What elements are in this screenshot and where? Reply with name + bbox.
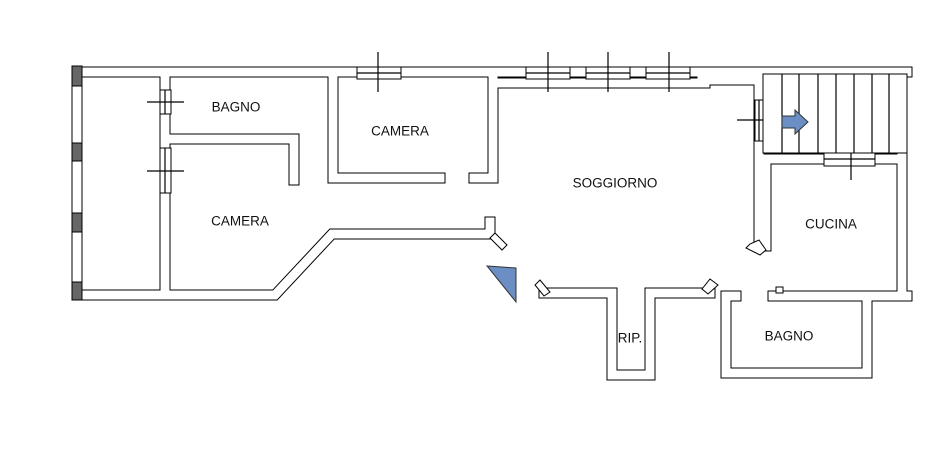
left-facade xyxy=(71,65,83,301)
north-indicator-icon xyxy=(485,265,517,304)
door-jambs xyxy=(489,232,784,297)
stairs xyxy=(762,73,908,154)
room-label-ripostiglio: RIP. xyxy=(618,331,643,346)
window xyxy=(525,52,571,92)
window xyxy=(585,52,631,92)
room-label-soggiorno: SOGGIORNO xyxy=(573,176,658,191)
window xyxy=(147,89,184,115)
pillar xyxy=(71,142,83,162)
pillar xyxy=(71,212,83,233)
windows xyxy=(147,52,876,194)
window xyxy=(147,147,184,194)
window xyxy=(645,52,691,92)
window xyxy=(356,52,402,92)
room-label-cucina: CUCINA xyxy=(805,217,857,232)
room-label-bagno: BAGNO xyxy=(212,100,261,115)
pillar xyxy=(71,281,83,301)
room-label-bagno: BAGNO xyxy=(765,329,814,344)
pillar xyxy=(71,65,83,87)
stairs-arrow-icon xyxy=(781,108,809,136)
room-label-camera: CAMERA xyxy=(371,124,429,139)
room-label-camera: CAMERA xyxy=(211,214,269,229)
